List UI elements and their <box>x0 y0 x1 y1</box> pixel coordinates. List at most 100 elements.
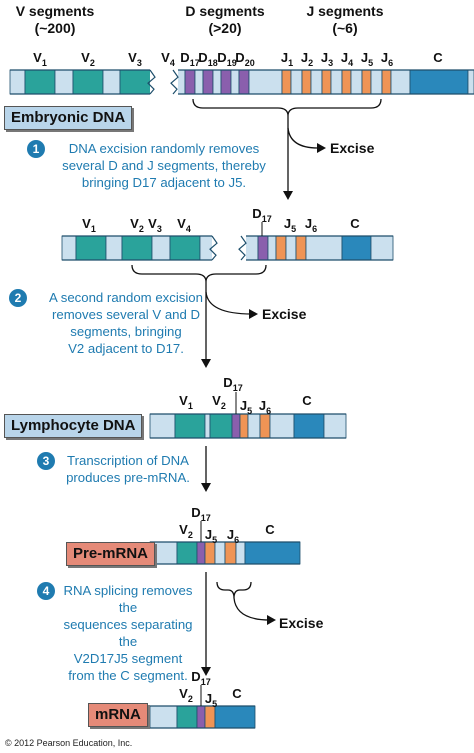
arrow-3-head <box>201 483 211 492</box>
arrow-4-head <box>201 667 211 676</box>
label-row4-j5: J5 <box>205 527 217 545</box>
segment-c <box>341 235 372 261</box>
d-segments-count: (>20) <box>208 20 241 36</box>
excise-label-1: Excise <box>330 140 375 156</box>
label-row2-v4: V4 <box>177 216 191 234</box>
step-2-badge: 2 <box>9 289 27 307</box>
j-segments-count: (~6) <box>332 20 357 36</box>
label-row1-j2: J2 <box>301 50 313 68</box>
step-1-line-3: bringing D17 adjacent to J5. <box>81 175 247 190</box>
segment-s <box>285 235 297 261</box>
dna-strand-3 <box>149 413 347 439</box>
bracket-2 <box>131 264 267 283</box>
step-4-text: RNA splicing removes the sequences separ… <box>58 582 198 684</box>
d-segments-heading: D segments <box>185 3 265 19</box>
dna-strand-4 <box>149 541 301 565</box>
segment-j <box>321 69 332 95</box>
segment-s <box>204 413 211 439</box>
segment-s <box>267 235 277 261</box>
segment-s <box>247 413 261 439</box>
segment-j <box>301 69 312 95</box>
j-segments-heading: J segments <box>306 3 383 19</box>
segment-v <box>121 235 153 261</box>
label-row2-j5: J5 <box>284 216 296 234</box>
step-3-text: Transcription of DNA produces pre-mRNA. <box>58 452 198 486</box>
bracket-1 <box>192 98 382 117</box>
segment-d <box>257 235 269 261</box>
label-row1-v2: V2 <box>81 50 95 68</box>
segment-j <box>224 541 237 565</box>
step-2-line-1: A second random excision <box>49 290 203 305</box>
label-row1-j3: J3 <box>321 50 333 68</box>
excise-1-curve <box>287 127 319 149</box>
segment-j <box>204 705 216 729</box>
label-row2-c: C <box>350 216 360 231</box>
step-4-line-4: from the C segment. <box>68 668 188 683</box>
segment-j <box>204 541 216 565</box>
segment-d <box>196 705 206 729</box>
arrow-2-head <box>201 359 211 368</box>
label-row1-d19: D19 <box>217 50 236 68</box>
segment-j <box>275 235 287 261</box>
step-4-line-2: sequences separating the <box>63 617 193 649</box>
segment-d <box>231 413 241 439</box>
step-4-badge: 4 <box>37 582 55 600</box>
segment-s <box>290 69 303 95</box>
label-row3-j6: J6 <box>259 398 271 416</box>
step-3-badge: 3 <box>37 452 55 470</box>
segment-j <box>259 413 271 439</box>
segment-s <box>305 235 343 261</box>
strand-gap <box>150 69 178 95</box>
segment-v <box>75 235 107 261</box>
copyright-notice: © 2012 Pearson Education, Inc. <box>5 738 133 748</box>
label-row2-v2: V2 <box>130 216 144 234</box>
segment-j <box>239 413 249 439</box>
segment-v <box>176 705 198 729</box>
arrow-1-head <box>283 191 293 200</box>
step-1-badge: 1 <box>27 140 45 158</box>
step-1-line-2: several D and J segments, thereby <box>62 158 266 173</box>
label-row3-v2: V2 <box>212 393 226 411</box>
label-row2-j6: J6 <box>305 216 317 234</box>
excise-4-head <box>267 615 276 625</box>
segment-j <box>361 69 372 95</box>
segment-s <box>212 69 222 95</box>
excise-4-curve <box>233 597 271 621</box>
step-2-line-4: V2 adjacent to D17. <box>68 341 184 356</box>
segment-s <box>248 69 283 95</box>
label-row1-j4: J4 <box>341 50 353 68</box>
segment-d <box>196 541 206 565</box>
segment-s <box>105 235 123 261</box>
label-row4-v2: V2 <box>179 522 193 540</box>
segment-s <box>102 69 121 95</box>
excise-2-head <box>249 309 258 319</box>
segment-s <box>214 541 226 565</box>
dna-strands <box>9 69 474 729</box>
v-segments-count: (~200) <box>35 20 76 36</box>
break-edge-right <box>238 235 247 261</box>
label-row1-v1: V1 <box>33 50 47 68</box>
pre-mrna-label: Pre-mRNA <box>66 542 156 566</box>
label-row1-d18: D18 <box>198 50 217 68</box>
label-row5-d17: D17 <box>191 669 210 687</box>
label-row4-j6: J6 <box>227 527 239 545</box>
step-4-line-1: RNA splicing removes the <box>63 583 193 615</box>
segment-s <box>310 69 323 95</box>
label-row1-j5: J5 <box>361 50 373 68</box>
segment-s <box>370 235 394 261</box>
dna-strand-1 <box>9 69 474 95</box>
segment-s <box>61 235 77 261</box>
segment-d <box>220 69 232 95</box>
break-edge-right <box>170 69 179 95</box>
label-row2-v1: V1 <box>82 216 96 234</box>
segment-d <box>184 69 196 95</box>
segment-c <box>244 541 301 565</box>
label-row1-j1: J1 <box>281 50 293 68</box>
bracket-4 <box>216 581 252 599</box>
segment-s <box>54 69 74 95</box>
segment-j <box>295 235 307 261</box>
lymphocyte-dna-label: Lymphocyte DNA <box>4 414 143 438</box>
label-row1-v3: V3 <box>128 50 142 68</box>
mrna-label: mRNA <box>88 703 148 727</box>
